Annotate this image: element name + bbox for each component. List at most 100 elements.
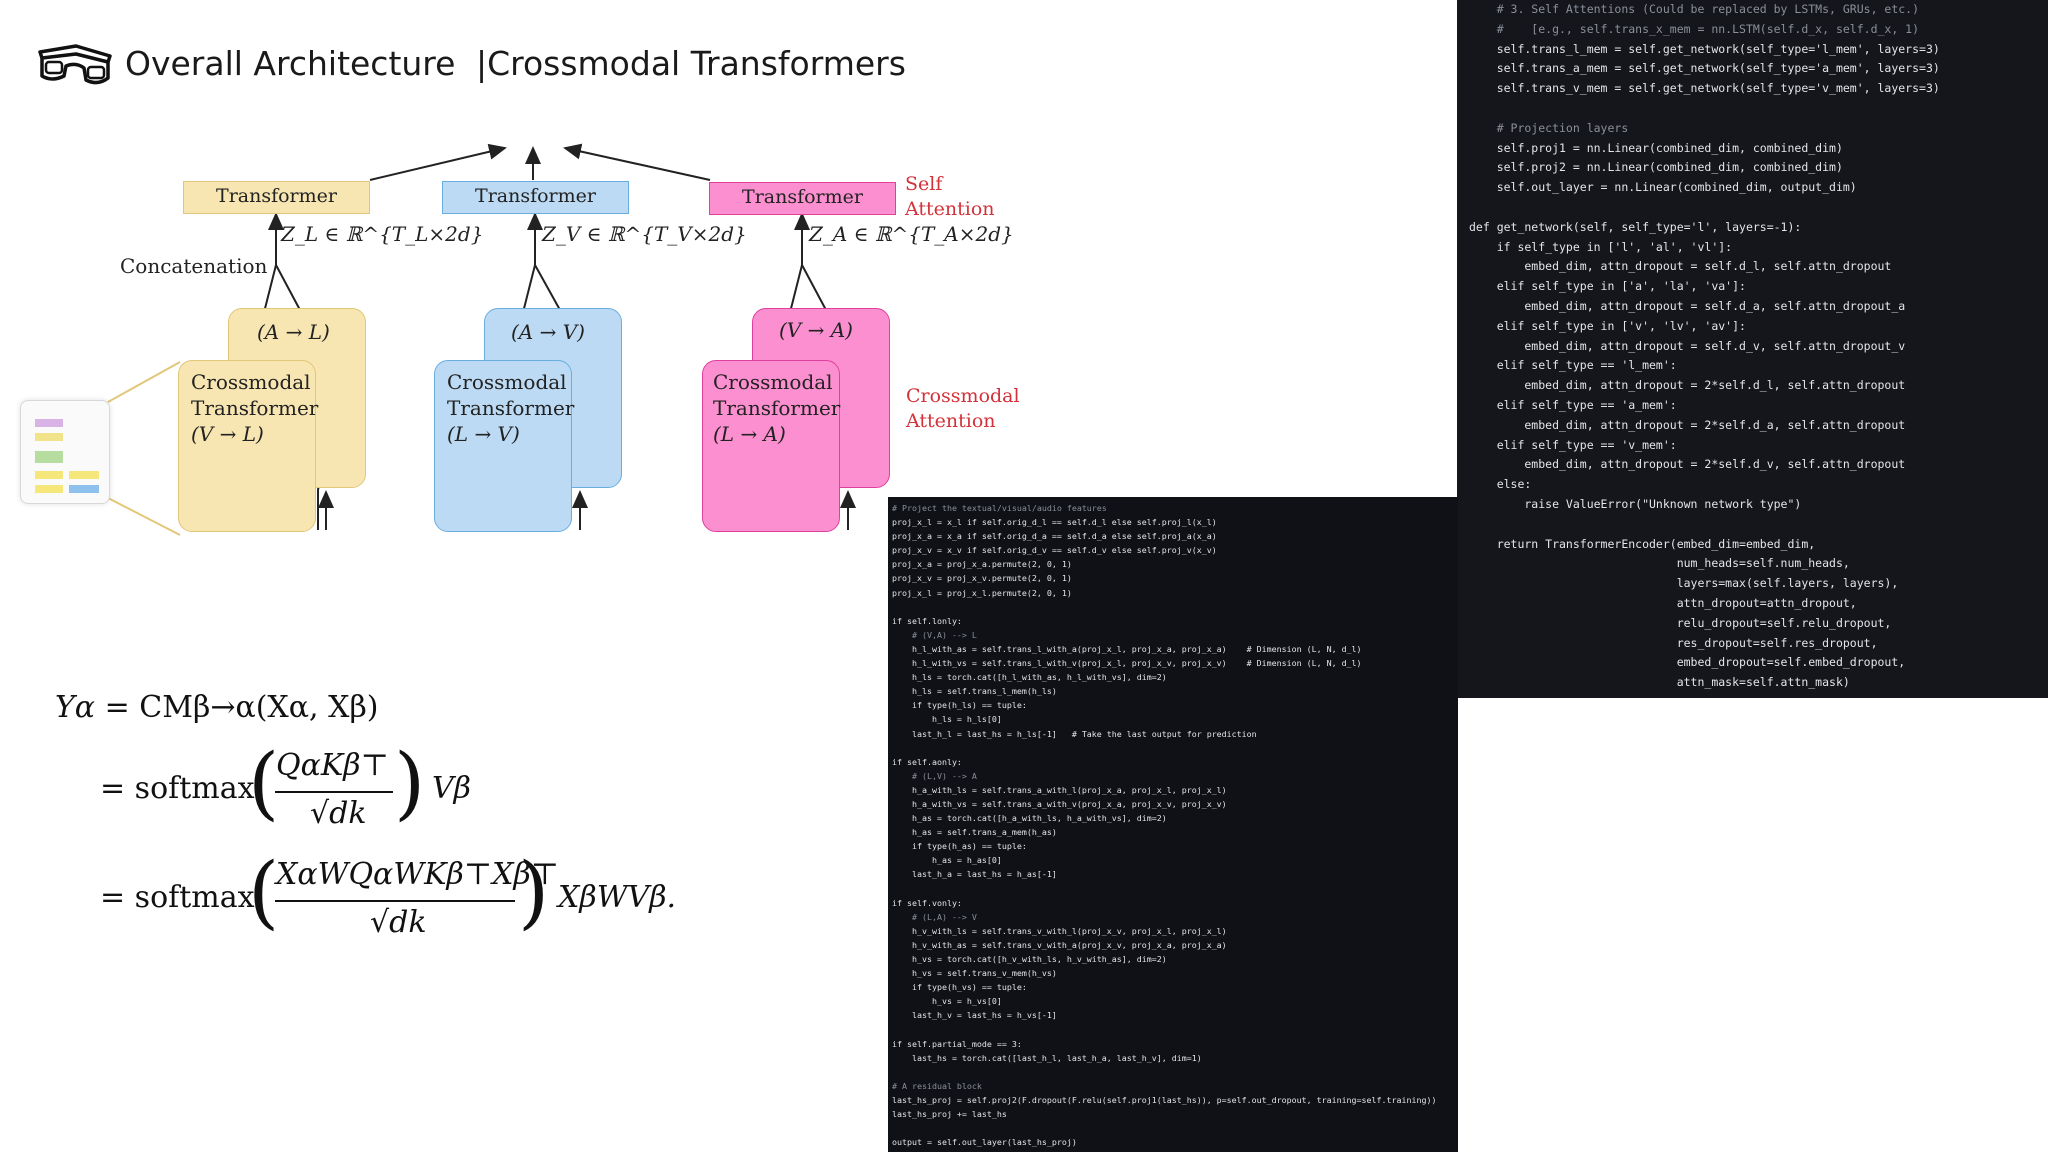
back-card-l-text: (A → L) bbox=[257, 320, 330, 344]
code-line: embed_dim, attn_dropout = 2*self.d_a, se… bbox=[1469, 417, 1906, 432]
code-line: last_hs_proj = self.proj2(F.dropout(F.re… bbox=[892, 1094, 1437, 1105]
code-line: # A residual block bbox=[892, 1080, 982, 1091]
code-line: self.proj1 = nn.Linear(combined_dim, com… bbox=[1469, 140, 1843, 155]
thumb-bar bbox=[69, 471, 99, 479]
code-line bbox=[892, 741, 1458, 755]
code-panel-get-network: # 3. Self Attentions (Could be replaced … bbox=[1457, 0, 2048, 698]
code-line: return TransformerEncoder(embed_dim=embe… bbox=[1469, 536, 1816, 551]
concatenation-label: Concatenation bbox=[120, 254, 268, 278]
code-line: # (V,A) --> L bbox=[892, 629, 977, 640]
z-label-a: Z_A ∈ ℝ^{T_A×2d} bbox=[809, 222, 1014, 246]
title-separator: | bbox=[475, 44, 488, 83]
code-line: proj_x_a = x_a if self.orig_d_a == self.… bbox=[892, 531, 1217, 542]
code-line: else: bbox=[1469, 477, 1532, 492]
title-right: Crossmodal Transformers bbox=[487, 44, 906, 83]
code-line bbox=[1469, 515, 2048, 535]
slide-title: Overall Architecture |Crossmodal Transfo… bbox=[125, 44, 906, 83]
code-line: def get_network(self, self_type='l', lay… bbox=[1469, 219, 1802, 234]
equation-line3-denominator: √dk bbox=[370, 905, 427, 940]
code-line bbox=[1469, 198, 2048, 218]
code-line: raise ValueError("Unknown network type") bbox=[1469, 496, 1802, 511]
code-line: self.trans_v_mem = self.get_network(self… bbox=[1469, 81, 1940, 96]
code-line: last_hs = torch.cat([last_h_l, last_h_a,… bbox=[892, 1052, 1202, 1063]
code-line: # 3. Self Attentions (Could be replaced … bbox=[1469, 2, 1920, 16]
equation-line2-prefix: = softmax bbox=[100, 771, 255, 806]
code-line: if self.aonly: bbox=[892, 756, 962, 767]
right-paren-icon: ) bbox=[394, 736, 426, 829]
back-card-a-text: (V → A) bbox=[779, 318, 853, 342]
code-line: last_h_a = last_hs = h_as[-1] bbox=[892, 869, 1057, 880]
code-line: if type(h_ls) == tuple: bbox=[892, 700, 1027, 711]
front-card-a-line2: Transformer bbox=[713, 396, 841, 420]
code-line: proj_x_l = proj_x_l.permute(2, 0, 1) bbox=[892, 587, 1072, 598]
code-line: if type(h_as) == tuple: bbox=[892, 841, 1027, 852]
equation-line3-prefix: = softmax bbox=[100, 880, 255, 915]
front-card-l-line2: Transformer bbox=[191, 396, 319, 420]
right-paren-icon: ) bbox=[518, 845, 550, 938]
code-line: h_a_with_ls = self.trans_a_with_l(proj_x… bbox=[892, 784, 1227, 795]
code-line: last_h_v = last_hs = h_vs[-1] bbox=[892, 1010, 1057, 1021]
front-card-v: Crossmodal Transformer (L → V) bbox=[434, 360, 574, 532]
glasses-logo-icon bbox=[36, 42, 114, 96]
transformer-box-v: Transformer bbox=[442, 181, 629, 214]
code-line: if self.lonly: bbox=[892, 615, 962, 626]
thumb-bar bbox=[35, 471, 63, 479]
code-line: h_a_with_vs = self.trans_a_with_v(proj_x… bbox=[892, 798, 1227, 809]
fraction-bar bbox=[275, 900, 515, 902]
code-line: relu_dropout=self.relu_dropout, bbox=[1469, 615, 1892, 630]
code-line: proj_x_l = x_l if self.orig_d_l == self.… bbox=[892, 517, 1217, 528]
code-line: h_v_with_as = self.trans_v_with_a(proj_x… bbox=[892, 939, 1227, 950]
code-line: # Projection layers bbox=[1469, 120, 1629, 135]
crossmodal-attention-label: Crossmodal Attention bbox=[906, 384, 1020, 434]
crossmodal-attention-line2: Attention bbox=[906, 410, 996, 432]
code-line: embed_dim, attn_dropout = self.d_v, self… bbox=[1469, 338, 1906, 353]
code-line: embed_dim, attn_dropout = 2*self.d_v, se… bbox=[1469, 457, 1906, 472]
code-line: if self_type in ['l', 'al', 'vl']: bbox=[1469, 239, 1733, 254]
front-card-l-line3: (V → L) bbox=[191, 422, 264, 446]
code-line bbox=[1469, 99, 2048, 119]
code-line: self.out_layer = nn.Linear(combined_dim,… bbox=[1469, 180, 1857, 195]
front-card-l-line1: Crossmodal bbox=[191, 370, 311, 394]
front-card-v-line1: Crossmodal bbox=[447, 370, 567, 394]
title-left: Overall Architecture bbox=[125, 44, 456, 83]
code-line: elif self_type == 'v_mem': bbox=[1469, 437, 1677, 452]
code-line: embed_dropout=self.embed_dropout, bbox=[1469, 655, 1906, 670]
transformer-box-l: Transformer bbox=[183, 181, 370, 214]
equation-line2-denominator: √dk bbox=[310, 796, 367, 831]
code-line: elif self_type == 'l_mem': bbox=[1469, 358, 1677, 373]
code-line: proj_x_a = proj_x_a.permute(2, 0, 1) bbox=[892, 559, 1072, 570]
code-line: if type(h_vs) == tuple: bbox=[892, 982, 1027, 993]
left-paren-icon: ( bbox=[248, 845, 280, 938]
code-line: h_as = self.trans_a_mem(h_as) bbox=[892, 827, 1057, 838]
code-line: # (L,A) --> V bbox=[892, 911, 977, 922]
code-line: h_ls = h_ls[0] bbox=[892, 714, 1002, 725]
code-line: if self.vonly: bbox=[892, 897, 962, 908]
code-panel-forward: # Project the textual/visual/audio featu… bbox=[888, 497, 1458, 1152]
code-line: h_l_with_vs = self.trans_l_with_v(proj_x… bbox=[892, 658, 1362, 669]
thumb-bar bbox=[35, 485, 63, 493]
crossmodal-attention-line1: Crossmodal bbox=[906, 385, 1020, 407]
code-line: res_dropout=self.res_dropout, bbox=[1469, 635, 1878, 650]
code-line: h_as = h_as[0] bbox=[892, 855, 1002, 866]
equation-line2-numerator: QαKβ⊤ bbox=[276, 748, 389, 783]
code-line: # (L,V) --> A bbox=[892, 770, 977, 781]
code-line: proj_x_v = proj_x_v.permute(2, 0, 1) bbox=[892, 573, 1072, 584]
thumb-bar bbox=[35, 433, 63, 441]
code-line: last_hs_proj += last_hs bbox=[892, 1109, 1007, 1120]
left-paren-icon: ( bbox=[248, 736, 280, 829]
code-line: h_l_with_as = self.trans_l_with_a(proj_x… bbox=[892, 643, 1362, 654]
code-line bbox=[892, 1022, 1458, 1036]
front-card-a-text: Crossmodal Transformer (L → A) bbox=[713, 369, 840, 447]
code-line: proj_x_v = x_v if self.orig_d_v == self.… bbox=[892, 545, 1217, 556]
front-card-v-line3: (L → V) bbox=[447, 422, 520, 446]
front-card-a: Crossmodal Transformer (L → A) bbox=[702, 360, 840, 532]
code-line bbox=[892, 882, 1458, 896]
architecture-thumbnail bbox=[20, 400, 110, 504]
code-line: num_heads=self.num_heads, bbox=[1469, 556, 1850, 571]
front-card-a-line1: Crossmodal bbox=[713, 370, 833, 394]
back-card-v-text: (A → V) bbox=[511, 320, 585, 344]
code-line: self.trans_a_mem = self.get_network(self… bbox=[1469, 61, 1940, 76]
front-card-v-text: Crossmodal Transformer (L → V) bbox=[447, 369, 574, 447]
code-line: # [e.g., self.trans_x_mem = nn.LSTM(self… bbox=[1469, 21, 1920, 36]
architecture-diagram: Transformer Transformer Transformer Self… bbox=[0, 130, 1060, 550]
